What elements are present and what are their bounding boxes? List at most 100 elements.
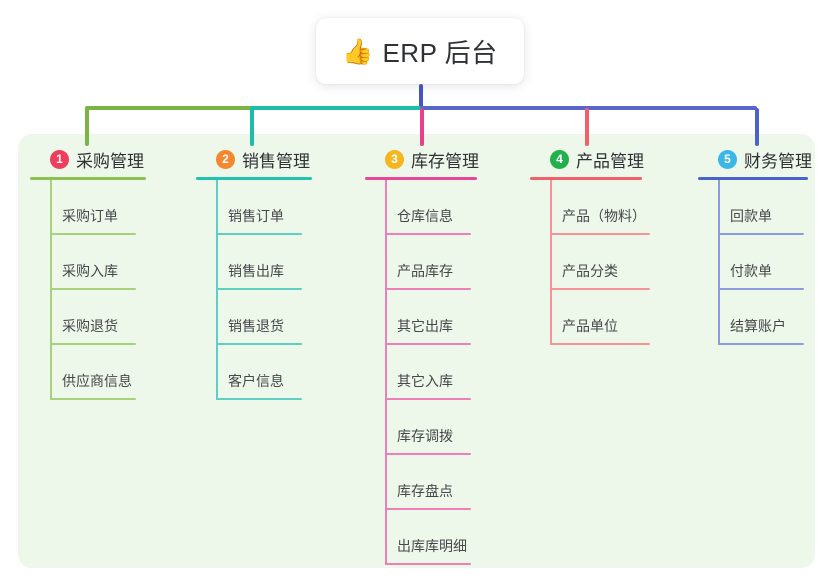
column-badge-product: 4 (550, 149, 569, 169)
leaf-item-rule (385, 398, 471, 400)
leaf-item-label: 销售订单 (228, 208, 284, 224)
leaf-item-label: 其它出库 (397, 318, 453, 334)
column-badge-finance: 5 (718, 149, 737, 169)
leaf-item[interactable]: 采购订单 (30, 180, 146, 235)
leaf-item-rule (385, 233, 471, 235)
column-rule-inventory (365, 177, 477, 180)
drop-finance-connector (755, 108, 759, 146)
leaf-item[interactable]: 产品库存 (365, 235, 479, 290)
column-badge-purchase: 1 (50, 149, 69, 169)
drop-product-connector (585, 108, 589, 146)
leaf-item-label: 库存调拨 (397, 428, 453, 444)
column-purchase: 1 采购管理采购订单采购入库采购退货供应商信息 (30, 147, 146, 400)
leaf-item-label: 产品单位 (562, 318, 618, 334)
leaf-item[interactable]: 销售订单 (196, 180, 312, 235)
spine-finance (718, 180, 720, 345)
leaf-item-rule (216, 288, 302, 290)
spine-product (550, 180, 552, 345)
leaf-item[interactable]: 回款单 (698, 180, 812, 235)
leaf-item[interactable]: 结算账户 (698, 290, 812, 345)
leaf-item-label: 产品库存 (397, 263, 453, 279)
drop-purchase-connector (85, 108, 89, 146)
leaf-item[interactable]: 出库库明细 (365, 510, 479, 565)
leaf-item-rule (718, 288, 804, 290)
leaf-item-label: 产品（物料） (562, 208, 646, 224)
root-node-title: ERP 后台 (382, 37, 498, 68)
spine-inventory (385, 180, 387, 565)
leaf-list-sales: 销售订单销售出库销售退货客户信息 (196, 180, 312, 400)
column-badge-sales: 2 (216, 149, 235, 169)
leaf-item-label: 采购订单 (62, 208, 118, 224)
bus-green (85, 106, 252, 110)
leaf-item[interactable]: 库存盘点 (365, 455, 479, 510)
leaf-item-rule (385, 343, 471, 345)
leaf-list-product: 产品（物料） 产品分类产品单位 (530, 180, 650, 345)
bus-teal (250, 106, 422, 110)
leaf-item-label: 采购退货 (62, 318, 118, 334)
leaf-item-rule (50, 288, 136, 290)
leaf-item[interactable]: 产品分类 (530, 235, 650, 290)
column-title-inventory: 库存管理 (411, 151, 479, 171)
leaf-item[interactable]: 销售退货 (196, 290, 312, 345)
leaf-list-purchase: 采购订单采购入库采购退货供应商信息 (30, 180, 146, 400)
root-node[interactable]: 👍 ERP 后台 (316, 18, 524, 84)
leaf-item-label: 销售退货 (228, 318, 284, 334)
leaf-item[interactable]: 客户信息 (196, 345, 312, 400)
leaf-item-label: 销售出库 (228, 263, 284, 279)
spine-purchase (50, 180, 52, 400)
leaf-item[interactable]: 其它出库 (365, 290, 479, 345)
leaf-item[interactable]: 产品单位 (530, 290, 650, 345)
leaf-list-finance: 回款单付款单结算账户 (698, 180, 812, 345)
leaf-item[interactable]: 其它入库 (365, 345, 479, 400)
column-title-purchase: 采购管理 (76, 151, 144, 171)
leaf-item-label: 出库库明细 (397, 538, 467, 554)
leaf-item-label: 客户信息 (228, 373, 284, 389)
leaf-item[interactable]: 产品（物料） (530, 180, 650, 235)
leaf-item-rule (216, 398, 302, 400)
leaf-item[interactable]: 库存调拨 (365, 400, 479, 455)
leaf-item-rule (550, 288, 650, 290)
leaf-item-rule (550, 343, 650, 345)
column-header-product[interactable]: 4 产品管理 (530, 147, 644, 171)
leaf-item-rule (385, 288, 471, 290)
column-product: 4 产品管理产品（物料） 产品分类产品单位 (530, 147, 650, 345)
leaf-item-rule (385, 453, 471, 455)
leaf-item-label: 仓库信息 (397, 208, 453, 224)
column-title-sales: 销售管理 (242, 151, 310, 171)
drop-inventory-connector (420, 108, 424, 146)
leaf-item-label: 供应商信息 (62, 373, 132, 389)
column-title-finance: 财务管理 (744, 151, 812, 171)
thumbs-up-icon: 👍 (342, 37, 374, 66)
spine-sales (216, 180, 218, 400)
leaf-item-rule (550, 233, 650, 235)
leaf-item-rule (50, 343, 136, 345)
leaf-item-rule (385, 508, 471, 510)
leaf-item[interactable]: 采购入库 (30, 235, 146, 290)
column-title-product: 产品管理 (576, 151, 644, 171)
leaf-list-inventory: 仓库信息产品库存其它出库其它入库库存调拨库存盘点出库库明细 (365, 180, 479, 565)
leaf-item[interactable]: 销售出库 (196, 235, 312, 290)
column-header-purchase[interactable]: 1 采购管理 (30, 147, 146, 171)
column-header-finance[interactable]: 5 财务管理 (698, 147, 812, 171)
column-rule-finance (698, 177, 808, 180)
leaf-item-rule (50, 233, 136, 235)
leaf-item-label: 付款单 (730, 263, 772, 279)
leaf-item-label: 其它入库 (397, 373, 453, 389)
leaf-item[interactable]: 仓库信息 (365, 180, 479, 235)
column-sales: 2 销售管理销售订单销售出库销售退货客户信息 (196, 147, 312, 400)
column-header-inventory[interactable]: 3 库存管理 (365, 147, 479, 171)
column-badge-inventory: 3 (385, 149, 404, 169)
leaf-item[interactable]: 供应商信息 (30, 345, 146, 400)
leaf-item-rule (50, 398, 136, 400)
column-rule-product (530, 177, 642, 180)
leaf-item-rule (216, 343, 302, 345)
diagram-panel (18, 134, 815, 568)
leaf-item[interactable]: 采购退货 (30, 290, 146, 345)
drop-sales-connector (250, 108, 254, 146)
leaf-item-rule (216, 233, 302, 235)
column-header-sales[interactable]: 2 销售管理 (196, 147, 312, 171)
leaf-item[interactable]: 付款单 (698, 235, 812, 290)
root-stem-connector (419, 84, 423, 108)
leaf-item-rule (385, 563, 471, 565)
